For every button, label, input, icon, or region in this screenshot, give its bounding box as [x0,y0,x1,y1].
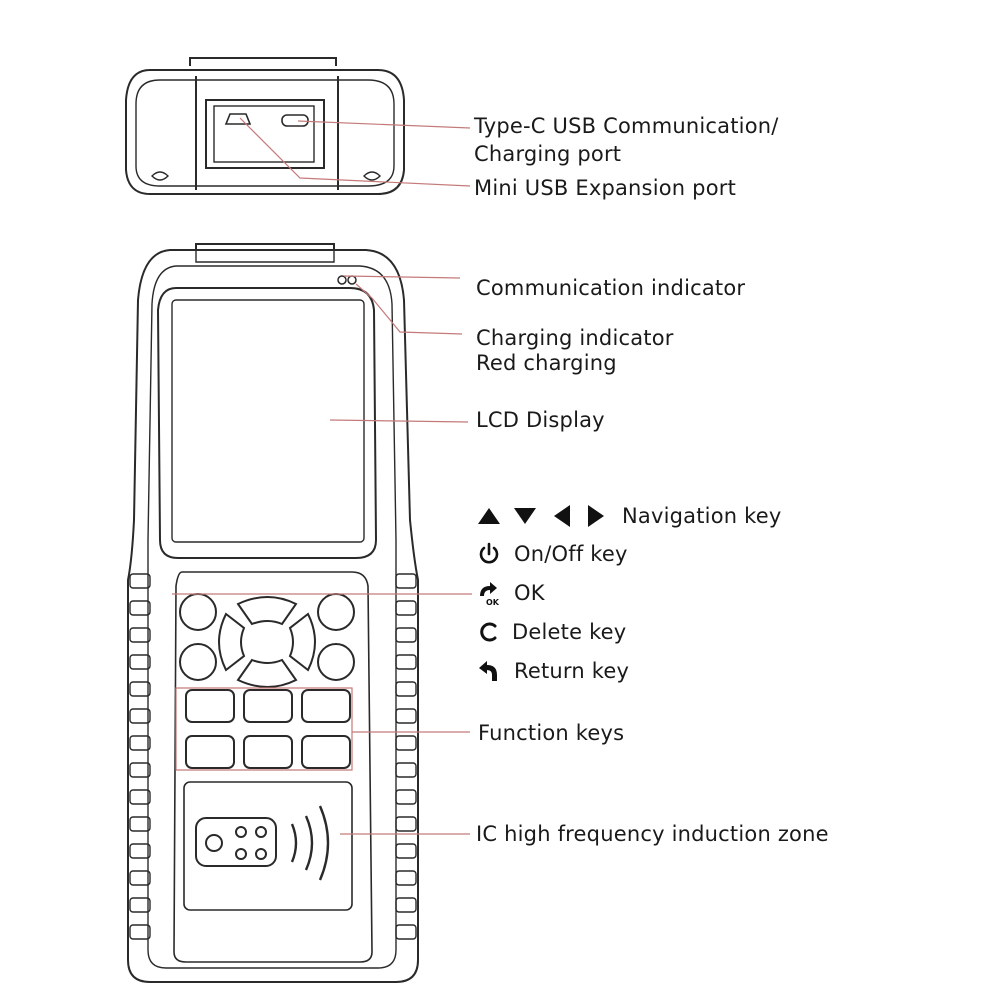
triangle-down-icon [512,503,538,529]
grip-rib [395,789,417,805]
grip-rib [129,789,151,805]
label-delete-key: Delete key [512,620,627,644]
grip-rib [129,897,151,913]
triangle-up-icon [476,503,502,529]
label-ic-zone: IC high frequency induction zone [476,822,829,846]
grip-rib [395,843,417,859]
label-ok: OK [514,581,545,605]
grip-rib [395,708,417,724]
label-navigation-key: Navigation key [622,504,782,528]
label-red-charging: Red charging [476,351,617,375]
label-lcd-display: LCD Display [476,408,605,432]
return-arrow-icon [476,658,502,684]
grip-rib [395,600,417,616]
triangle-right-icon [583,503,609,529]
power-icon [476,541,502,567]
grip-rib [395,654,417,670]
grip-rib [395,627,417,643]
top-view [125,57,405,195]
grip-rib [395,897,417,913]
triangle-left-icon [549,503,575,529]
grip-rib [129,681,151,697]
label-return-key: Return key [514,659,630,683]
grip-rib [129,924,151,940]
c-letter-icon [476,619,502,645]
label-charging-indicator: Charging indicator [476,326,674,350]
ok-arrow-icon: OK [476,580,502,606]
grip-rib [395,924,417,940]
grip-rib [129,573,151,589]
label-communication-indicator: Communication indicator [476,276,746,300]
grip-rib [129,654,151,670]
grip-rib [129,843,151,859]
grip-rib [129,870,151,886]
grip-rib [395,870,417,886]
leader-lines [172,117,472,835]
grip-rib [129,816,151,832]
grip-rib [395,816,417,832]
grip-rib [129,708,151,724]
grip-rib [395,735,417,751]
grip-rib [129,627,151,643]
label-function-keys: Function keys [478,721,625,745]
grip-rib [395,681,417,697]
label-onoff-key: On/Off key [514,542,628,566]
grip-ribs [129,573,417,940]
svg-text:OK: OK [486,598,500,606]
label-type-c-line1: Type-C USB Communication/ [474,114,779,138]
grip-rib [129,600,151,616]
grip-rib [395,573,417,589]
grip-rib [129,762,151,778]
label-type-c-line2: Charging port [474,142,622,166]
label-mini-usb: Mini USB Expansion port [474,176,737,200]
grip-rib [129,735,151,751]
front-view [127,243,419,983]
grip-rib [395,762,417,778]
